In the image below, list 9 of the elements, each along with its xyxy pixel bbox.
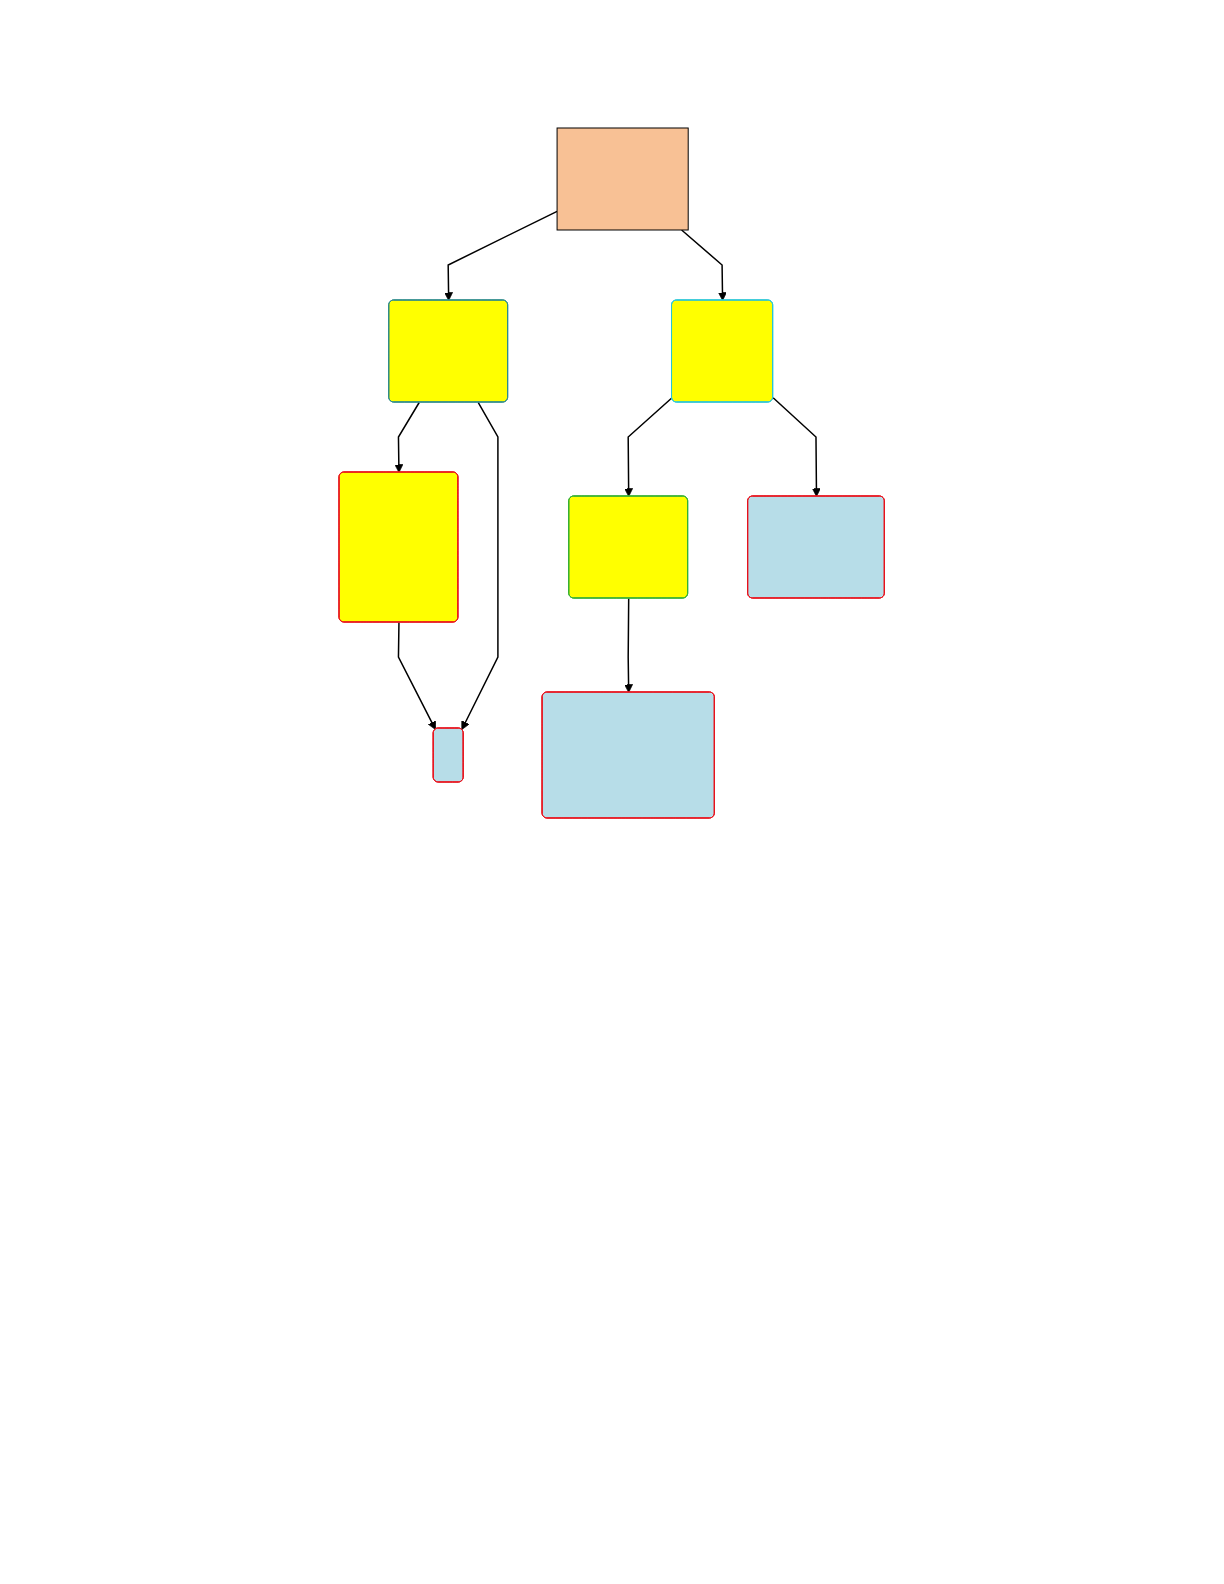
- arrow: [624, 597, 634, 693]
- arrow: [681, 229, 728, 301]
- arrow: [461, 401, 499, 730]
- arrow: [398, 621, 437, 730]
- arrow: [444, 210, 559, 301]
- arrow: [772, 397, 822, 497]
- node-box: [556, 127, 690, 231]
- arrow: [394, 401, 421, 473]
- arrow: [624, 397, 674, 497]
